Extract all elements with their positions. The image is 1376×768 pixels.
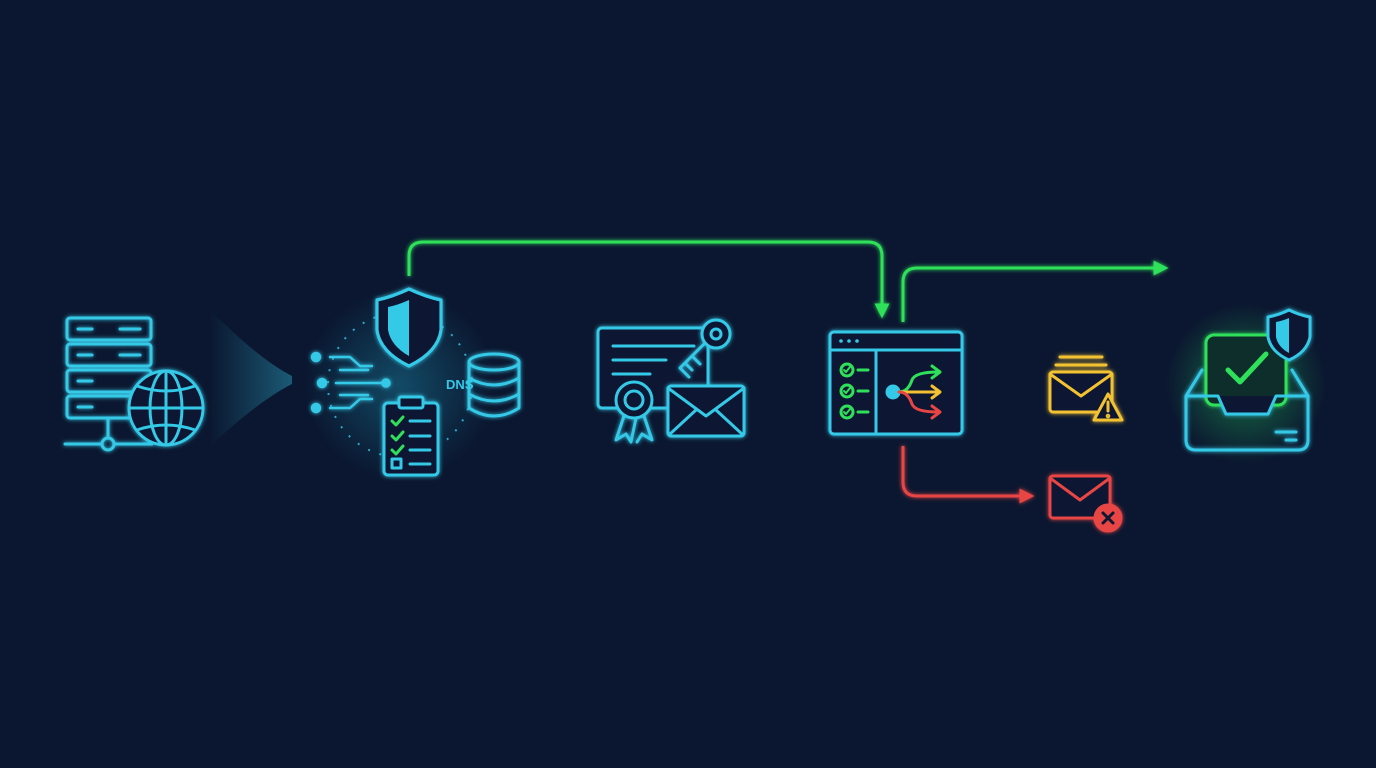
key-icon <box>678 318 732 379</box>
warning-envelope-icon <box>1048 355 1124 422</box>
flow-arrow-pass <box>901 260 1169 322</box>
validation-hub <box>305 290 495 480</box>
checklist-icon <box>382 395 440 477</box>
database-icon <box>467 352 521 418</box>
verified-inbox-icon <box>1166 304 1326 464</box>
envelope-icon <box>666 384 746 438</box>
server-globe-icon <box>63 316 205 452</box>
circuit-lines <box>310 351 391 414</box>
dns-label: DNS <box>446 377 474 392</box>
flow-arrow-bypass-top <box>407 240 890 319</box>
shield-icon <box>375 287 443 368</box>
flow-arrow-reject <box>901 446 1035 504</box>
rejected-envelope-icon <box>1048 474 1123 533</box>
routing-dashboard-icon <box>828 330 964 436</box>
signal-beam <box>206 310 295 446</box>
